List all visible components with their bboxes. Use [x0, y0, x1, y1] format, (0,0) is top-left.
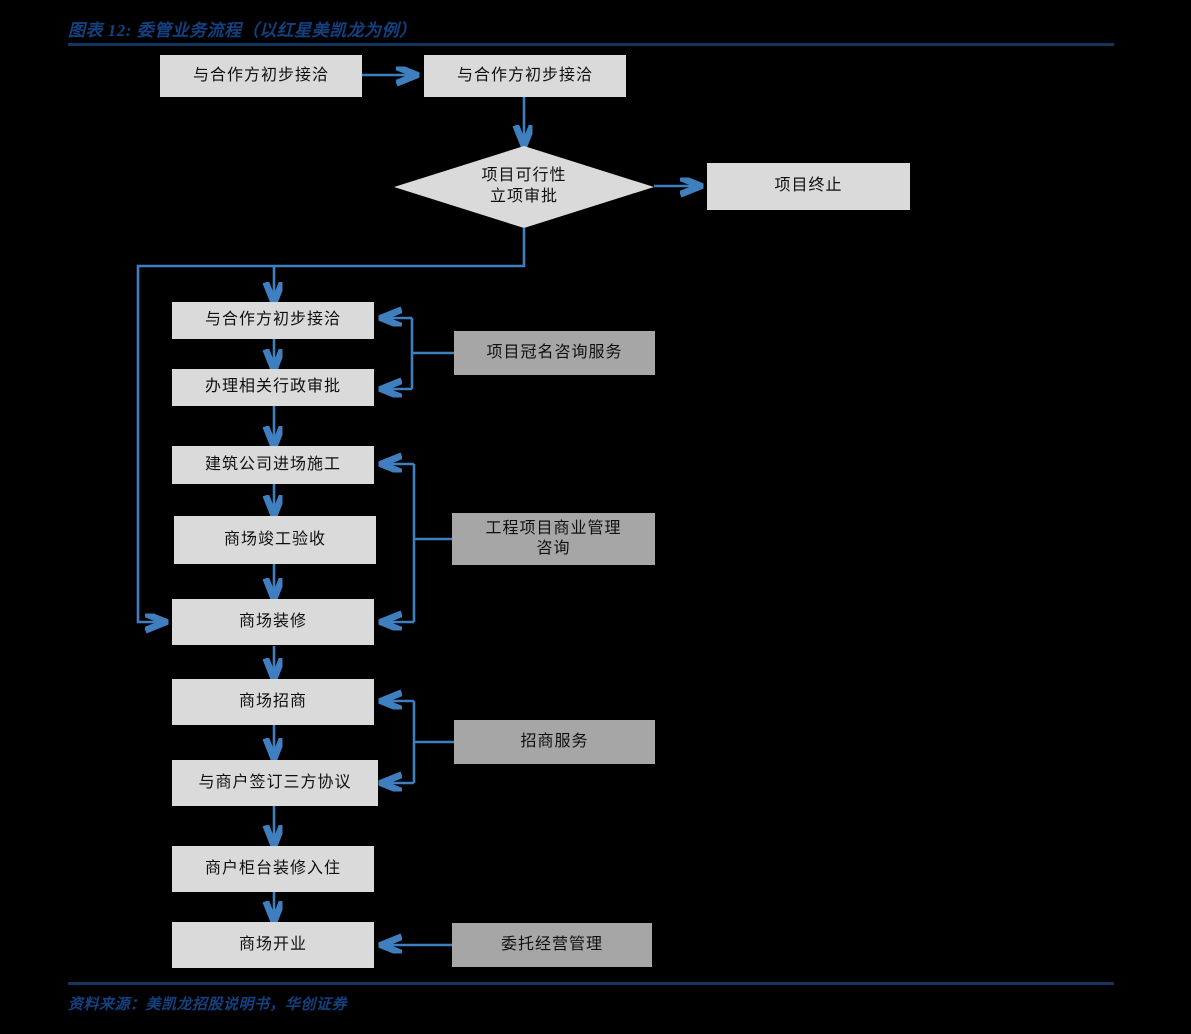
node-service2-line2: 咨询: [536, 540, 571, 557]
node-start-left[interactable]: 与合作方初步接洽: [160, 55, 362, 97]
node-service3[interactable]: 招商服务: [454, 720, 655, 764]
node-service4[interactable]: 委托经营管理: [452, 923, 652, 967]
page-title: 图表 12: 委管业务流程（以红星美凯龙为例）: [68, 21, 417, 40]
node-start-right[interactable]: 与合作方初步接洽: [424, 55, 626, 97]
node-decision[interactable]: 项目可行性 立项审批: [394, 146, 654, 228]
node-terminate[interactable]: 项目终止: [707, 163, 910, 210]
node-service1[interactable]: 项目冠名咨询服务: [454, 331, 655, 375]
node-step7[interactable]: 与商户签订三方协议: [172, 760, 378, 806]
node-step8[interactable]: 商户柜台装修入住: [172, 846, 374, 892]
footer-divider: [68, 982, 1114, 985]
node-step6[interactable]: 商场招商: [172, 679, 374, 725]
node-service2[interactable]: 工程项目商业管理 咨询: [452, 513, 655, 565]
node-service2-line1: 工程项目商业管理: [485, 519, 622, 537]
node-step9[interactable]: 商场开业: [172, 922, 374, 968]
source-note: 资料来源：美凯龙招股说明书，华创证券: [68, 997, 348, 1013]
node-step3[interactable]: 建筑公司进场施工: [172, 446, 374, 484]
title-divider: [68, 43, 1114, 46]
node-step2[interactable]: 办理相关行政审批: [172, 369, 374, 406]
node-step4[interactable]: 商场竣工验收: [174, 516, 376, 564]
node-step1[interactable]: 与合作方初步接洽: [172, 302, 374, 339]
node-step5[interactable]: 商场装修: [172, 599, 374, 645]
